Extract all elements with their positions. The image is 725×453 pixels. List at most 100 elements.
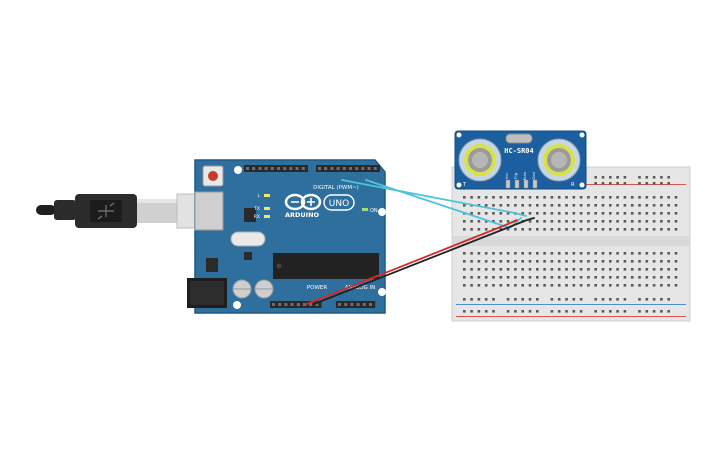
breadboard-hole[interactable] <box>521 252 524 255</box>
breadboard-hole[interactable] <box>506 276 510 279</box>
rail-hole[interactable] <box>623 298 627 301</box>
breadboard-hole[interactable] <box>674 204 678 207</box>
breadboard-hole[interactable] <box>514 252 517 255</box>
breadboard-hole[interactable] <box>470 268 473 271</box>
breadboard-hole[interactable] <box>616 276 619 279</box>
rail-hole[interactable] <box>594 182 597 185</box>
breadboard-hole[interactable] <box>484 284 488 287</box>
rail-hole[interactable] <box>484 310 488 313</box>
breadboard-hole[interactable] <box>499 228 503 231</box>
breadboard-hole[interactable] <box>470 228 473 231</box>
echo-wire[interactable] <box>365 179 522 230</box>
rail-hole[interactable] <box>645 176 649 179</box>
breadboard-hole[interactable] <box>630 252 634 255</box>
breadboard-hole[interactable] <box>638 212 641 215</box>
breadboard-hole[interactable] <box>587 276 590 279</box>
rail-hole[interactable] <box>514 310 517 313</box>
breadboard-hole[interactable] <box>579 228 583 231</box>
breadboard-hole[interactable] <box>499 260 503 263</box>
breadboard-hole[interactable] <box>477 228 481 231</box>
breadboard-hole[interactable] <box>499 212 503 215</box>
breadboard-hole[interactable] <box>579 260 583 263</box>
breadboard-hole[interactable] <box>470 284 473 287</box>
rail-hole[interactable] <box>594 310 597 313</box>
breadboard-hole[interactable] <box>579 276 583 279</box>
breadboard-hole[interactable] <box>674 260 678 263</box>
breadboard-hole[interactable] <box>484 276 488 279</box>
breadboard-hole[interactable] <box>667 284 670 287</box>
breadboard-hole[interactable] <box>609 212 612 215</box>
breadboard-hole[interactable] <box>609 228 612 231</box>
breadboard-hole[interactable] <box>514 284 517 287</box>
rail-hole[interactable] <box>623 310 627 313</box>
breadboard-hole[interactable] <box>652 268 656 271</box>
breadboard-hole[interactable] <box>660 284 663 287</box>
breadboard-hole[interactable] <box>499 220 503 223</box>
rail-hole[interactable] <box>601 176 605 179</box>
breadboard-hole[interactable] <box>667 220 670 223</box>
breadboard-hole[interactable] <box>609 268 612 271</box>
breadboard-hole[interactable] <box>616 252 619 255</box>
breadboard-hole[interactable] <box>543 196 546 199</box>
breadboard-hole[interactable] <box>514 276 517 279</box>
breadboard-hole[interactable] <box>601 268 605 271</box>
breadboard-hole[interactable] <box>579 212 583 215</box>
header-pin[interactable] <box>361 167 365 170</box>
breadboard-hole[interactable] <box>565 212 568 215</box>
breadboard-hole[interactable] <box>565 268 568 271</box>
breadboard-hole[interactable] <box>557 220 561 223</box>
header-pin[interactable] <box>246 167 249 170</box>
breadboard-hole[interactable] <box>660 252 663 255</box>
rail-hole[interactable] <box>506 310 510 313</box>
breadboard-hole[interactable] <box>601 260 605 263</box>
breadboard-hole[interactable] <box>499 204 503 207</box>
breadboard-hole[interactable] <box>484 196 488 199</box>
header-pin[interactable] <box>356 303 360 306</box>
breadboard-hole[interactable] <box>521 228 524 231</box>
breadboard-hole[interactable] <box>477 252 481 255</box>
breadboard-hole[interactable] <box>572 276 576 279</box>
breadboard-hole[interactable] <box>660 228 663 231</box>
breadboard-hole[interactable] <box>638 196 641 199</box>
breadboard-hole[interactable] <box>499 252 503 255</box>
rail-hole[interactable] <box>565 298 568 301</box>
sensor-pin[interactable] <box>514 179 520 189</box>
breadboard-hole[interactable] <box>579 284 583 287</box>
breadboard-hole[interactable] <box>463 252 466 255</box>
breadboard-hole[interactable] <box>557 252 561 255</box>
breadboard-hole[interactable] <box>587 260 590 263</box>
breadboard-hole[interactable] <box>572 228 576 231</box>
breadboard-hole[interactable] <box>543 252 546 255</box>
breadboard-hole[interactable] <box>674 276 678 279</box>
breadboard-hole[interactable] <box>499 284 503 287</box>
breadboard-hole[interactable] <box>623 204 627 207</box>
rail-hole[interactable] <box>594 298 597 301</box>
rail-hole[interactable] <box>660 182 663 185</box>
breadboard-hole[interactable] <box>521 204 524 207</box>
breadboard-hole[interactable] <box>623 260 627 263</box>
breadboard-hole[interactable] <box>557 276 561 279</box>
breadboard-hole[interactable] <box>630 220 634 223</box>
breadboard-hole[interactable] <box>674 268 678 271</box>
header-pin[interactable] <box>324 167 328 170</box>
breadboard-hole[interactable] <box>557 212 561 215</box>
rail-hole[interactable] <box>660 298 663 301</box>
breadboard-hole[interactable] <box>536 196 539 199</box>
breadboard-hole[interactable] <box>536 220 539 223</box>
breadboard-hole[interactable] <box>463 260 466 263</box>
header-pin[interactable] <box>350 303 354 306</box>
breadboard-hole[interactable] <box>638 228 641 231</box>
breadboard-hole[interactable] <box>594 260 597 263</box>
breadboard-hole[interactable] <box>463 268 466 271</box>
breadboard-hole[interactable] <box>609 260 612 263</box>
breadboard-hole[interactable] <box>645 252 649 255</box>
breadboard-hole[interactable] <box>506 284 510 287</box>
breadboard-hole[interactable] <box>616 268 619 271</box>
rail-hole[interactable] <box>536 298 539 301</box>
rail-hole[interactable] <box>609 176 612 179</box>
breadboard-hole[interactable] <box>587 228 590 231</box>
breadboard-hole[interactable] <box>630 228 634 231</box>
breadboard-hole[interactable] <box>536 212 539 215</box>
breadboard-hole[interactable] <box>514 268 517 271</box>
breadboard-hole[interactable] <box>587 252 590 255</box>
